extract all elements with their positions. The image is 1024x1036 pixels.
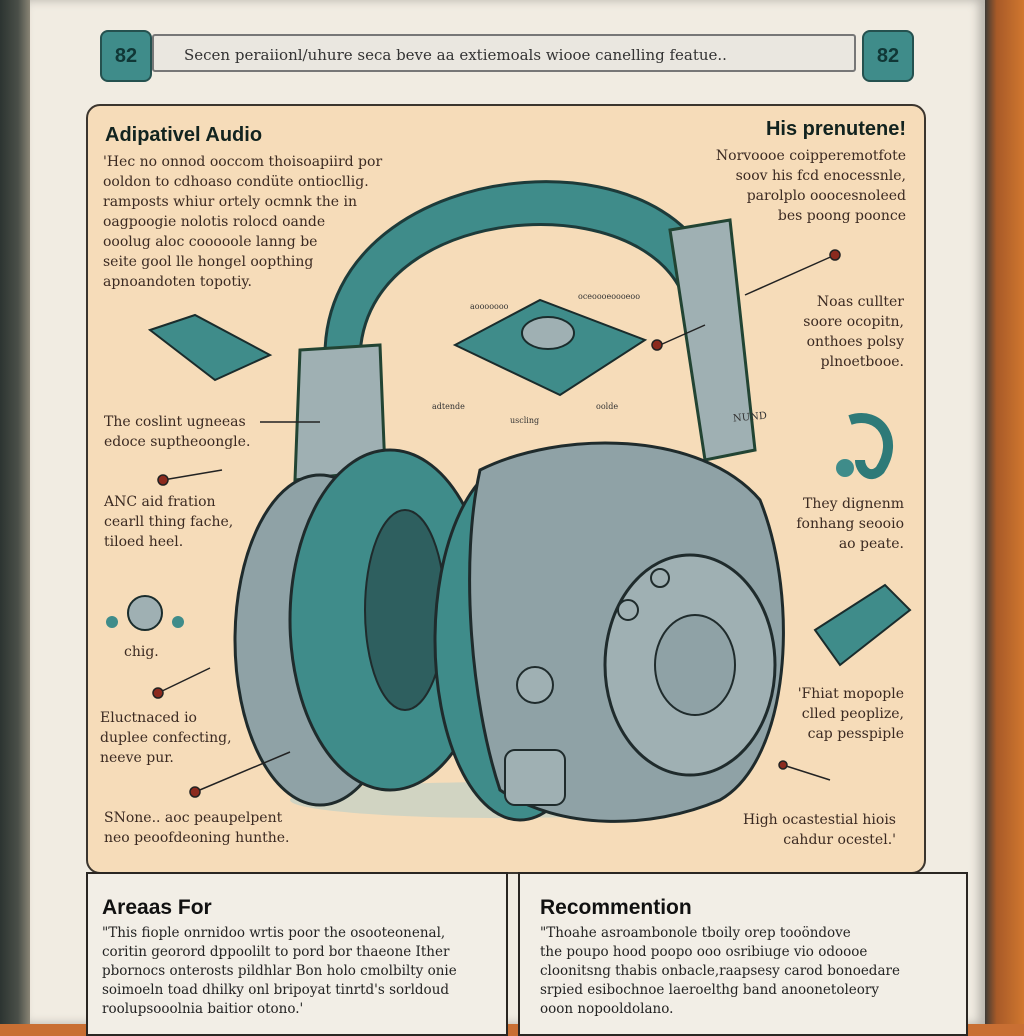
left-badge[interactable]: 82 bbox=[100, 30, 152, 82]
left-paragraph: 'Hec no onnod ooccom thoisoapiird por oo… bbox=[103, 154, 383, 290]
areas-text: "This fiople onrnidoo wrtis poor the oso… bbox=[102, 925, 457, 1017]
chip-label: uscling bbox=[510, 416, 540, 425]
book-spine bbox=[0, 0, 30, 1024]
right-paragraph: Norvoooe coipperemotfote soov his fcd en… bbox=[715, 148, 906, 224]
label-right-2: They dignenm fonhang seooio ao peate. bbox=[796, 496, 904, 552]
wood-edge bbox=[985, 0, 1024, 1024]
caption-field[interactable]: Secen peraiionl/uhure seca beve aa extie… bbox=[152, 34, 856, 72]
label-right-1: Noas cullter soore ocopitn, onthoes pols… bbox=[803, 294, 904, 370]
slider-right bbox=[668, 218, 757, 462]
chip-label: adtende bbox=[432, 402, 465, 411]
left-heading: Adipativel Audio bbox=[105, 124, 263, 146]
label-right-4: High ocastestial hiois cahdur ocestel.' bbox=[743, 812, 896, 848]
areas-heading: Areaas For bbox=[102, 896, 212, 919]
chip-label: aooooooo bbox=[470, 302, 509, 311]
chip-label: oceoooeoooeoo bbox=[578, 292, 641, 301]
chip-label: oolde bbox=[596, 402, 619, 411]
recommendation-box: Recommention "Thoahe asroambonole tboily… bbox=[518, 872, 968, 1036]
usb-dongle-icon bbox=[813, 583, 912, 667]
top-bar: 82 Secen peraiionl/uhure seca beve aa ex… bbox=[100, 30, 914, 82]
leader-lines bbox=[152, 249, 841, 798]
control-button-icon bbox=[516, 666, 554, 704]
label-right-3: 'Fhiat mopople clled peoplize, cap pessp… bbox=[797, 686, 904, 742]
label-left-4: Eluctnaced io duplee confecting, neeve p… bbox=[100, 710, 232, 766]
label-left-3: chig. bbox=[124, 644, 159, 660]
chip-icon bbox=[147, 313, 273, 382]
label-left-1: The coslint ugneeas edoce suptheoongle. bbox=[104, 414, 251, 450]
recommendation-text: "Thoahe asroambonole tboily orep tooöndo… bbox=[540, 925, 900, 1017]
right-heading: His prenutene! bbox=[765, 118, 906, 140]
earbud-icon bbox=[848, 413, 894, 480]
label-left-2: ANC aid fration cearll thing fache, tilo… bbox=[104, 494, 234, 550]
recommendation-heading: Recommention bbox=[540, 896, 692, 919]
areas-for-box: Areaas For "This fiople onrnidoo wrtis p… bbox=[86, 872, 508, 1036]
sensor-chip-icon bbox=[127, 595, 163, 631]
label-left-5: SNone.. aoc peaupelpent neo peoofdeoning… bbox=[104, 810, 290, 846]
right-badge[interactable]: 82 bbox=[862, 30, 914, 82]
